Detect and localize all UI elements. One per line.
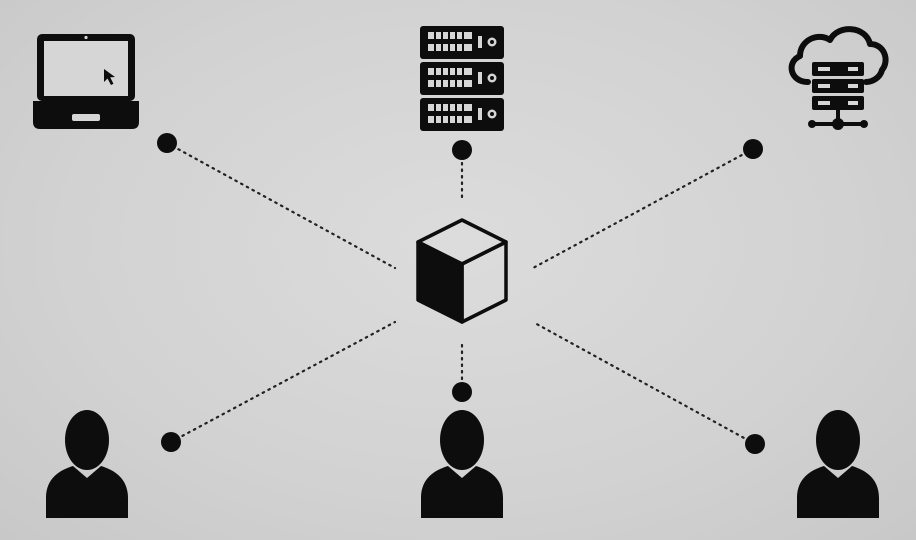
dot-user-left [161, 432, 181, 452]
connector-laptop [165, 141, 397, 270]
user-icon [421, 410, 503, 518]
connector-user-right [531, 320, 757, 446]
user-icon [46, 410, 128, 518]
dot-server-rack [452, 140, 472, 160]
dot-user-right [745, 434, 765, 454]
dot-cloud-server [743, 139, 763, 159]
endpoint-dots [157, 133, 765, 454]
server-rack-icon [420, 26, 504, 131]
cube-icon [416, 218, 508, 324]
connector-user-left [169, 320, 397, 444]
dot-user-center [452, 382, 472, 402]
cursor-icon [104, 69, 115, 85]
user-icon [797, 410, 879, 518]
connector-cloud-server [531, 147, 755, 270]
dot-laptop [157, 133, 177, 153]
laptop-icon [33, 34, 139, 129]
cloud-server-icon [788, 26, 889, 130]
